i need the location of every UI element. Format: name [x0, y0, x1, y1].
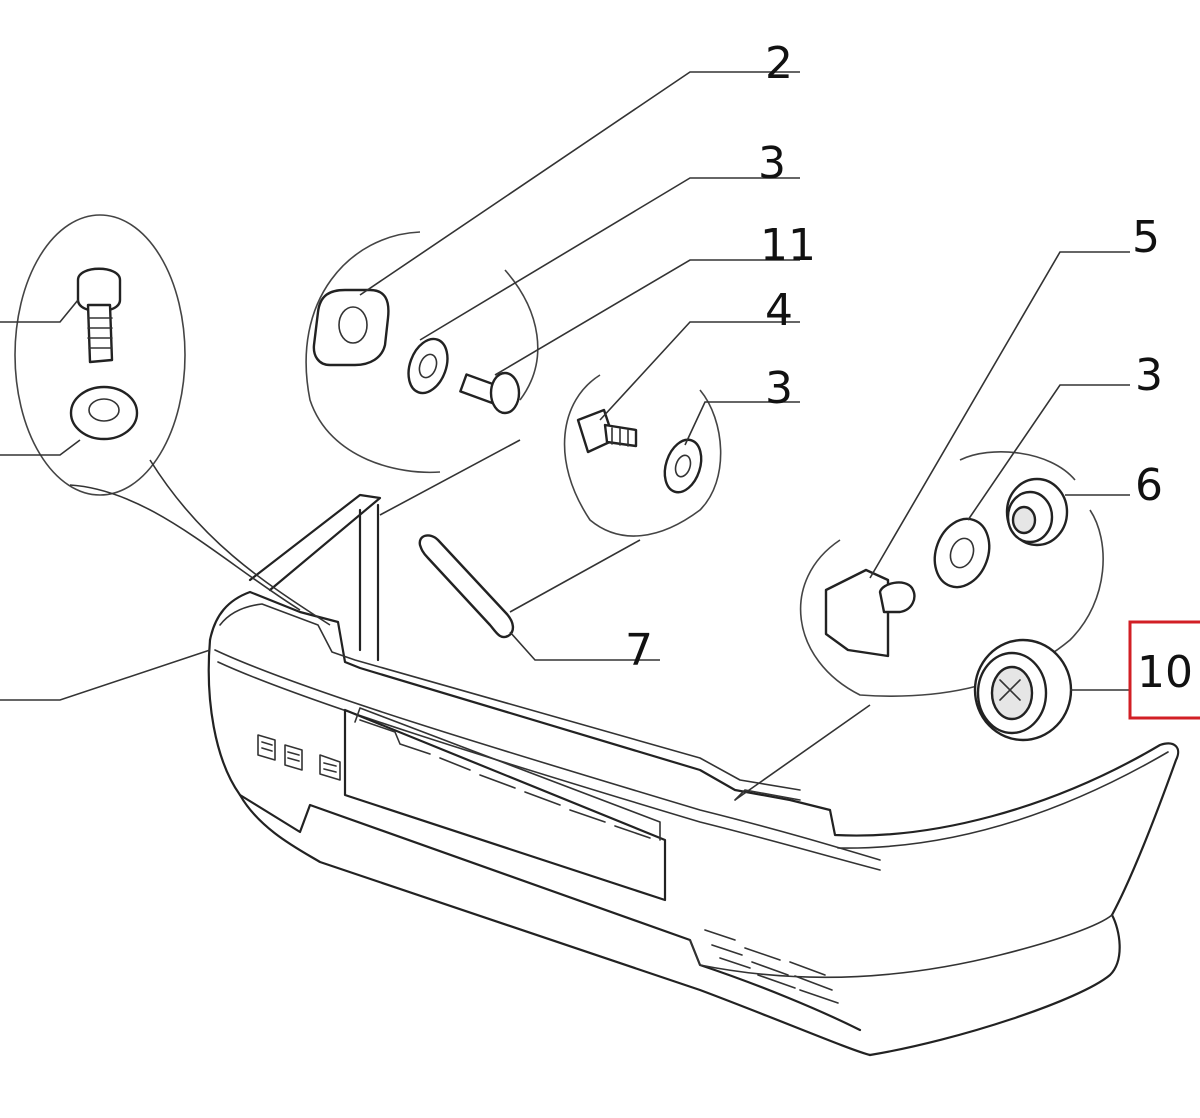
washer-3-top[interactable] [402, 334, 455, 399]
group-outline-center [305, 231, 539, 474]
group-outline-left [14, 214, 186, 496]
washer-part[interactable] [69, 385, 139, 441]
bolt-4-part[interactable] [576, 408, 638, 454]
rear-bumper[interactable] [207, 493, 1180, 1057]
group-outline-bolt [563, 374, 722, 537]
screw-11-part[interactable] [459, 371, 521, 415]
callout-11: 11 [760, 220, 816, 271]
washer-3-right[interactable] [926, 511, 999, 595]
highlight-box-10 [1128, 620, 1200, 720]
bracket-7-part[interactable] [418, 534, 515, 639]
callout-10[interactable]: 10 [1137, 647, 1193, 698]
callout-3-mid: 3 [765, 363, 793, 414]
washer-3-mid[interactable] [658, 435, 707, 497]
callout-3-top: 3 [758, 138, 786, 189]
clip-nut-part[interactable] [312, 288, 390, 367]
nut-6-part[interactable] [1005, 477, 1069, 547]
cap-10-part[interactable] [973, 638, 1073, 742]
callout-4: 4 [765, 285, 793, 336]
callout-5: 5 [1132, 212, 1160, 263]
callout-6: 6 [1135, 460, 1163, 511]
callout-2: 2 [765, 38, 793, 89]
group-outline-right [799, 451, 1104, 697]
clip-5-part[interactable] [824, 568, 916, 658]
callout-3-right: 3 [1135, 350, 1163, 401]
callout-7: 7 [625, 625, 653, 676]
screw-part[interactable] [76, 267, 122, 364]
